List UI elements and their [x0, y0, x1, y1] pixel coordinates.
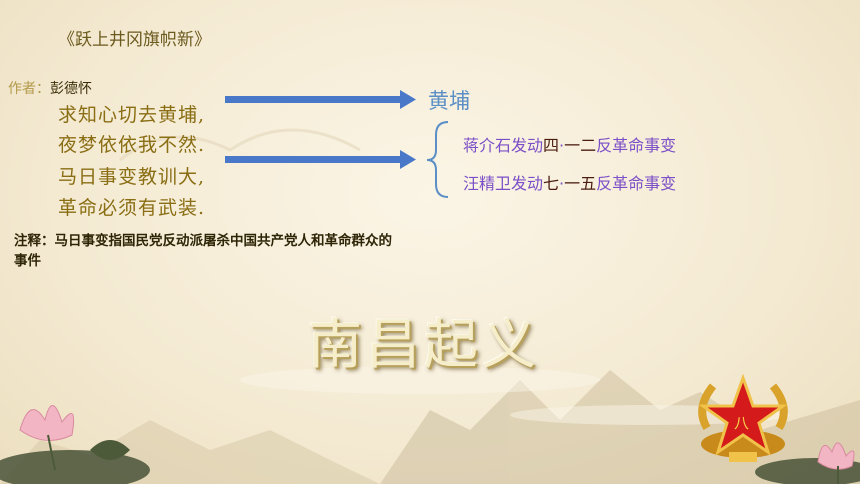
event-date-dot: · [559, 136, 565, 155]
army-emblem-icon: 八 [698, 373, 788, 462]
poem-title: 《跃上井冈旗帜新》 [58, 30, 211, 50]
headline: 南昌起义 [308, 313, 540, 376]
svg-text:八: 八 [734, 414, 749, 432]
poem-author: 作者：彭德怀 [8, 78, 92, 98]
annotation-huangpu: 黄埔 [428, 89, 470, 113]
annotation-event-2: 汪精卫发动七·一五反革命事变 [463, 170, 676, 194]
poem-line: 夜梦依依我不然. [58, 134, 206, 156]
author-label: 作者： [8, 81, 50, 97]
event-text: 反革命事变 [596, 174, 677, 193]
event-date: 一五 [564, 174, 597, 193]
event-text: 反革命事变 [596, 136, 677, 155]
annotation-event-1: 蒋介石发动四·一二反革命事变 [463, 132, 676, 156]
arrow-right-icon [225, 90, 416, 109]
poem-line: 革命必须有武装. [58, 197, 206, 219]
poem-line: 马日事变教训大, [58, 166, 206, 188]
lotus-flower-icon [0, 405, 150, 484]
event-date-dot: · [559, 174, 565, 193]
lotus-flower-icon [755, 442, 860, 484]
poem-line: 求知心切去黄埔, [58, 104, 206, 126]
poem-note: 注释：马日事变指国民党反动派屠杀中国共产党人和革命群众的事件 [14, 233, 392, 269]
event-text: 蒋介石发动 [463, 136, 544, 155]
event-text: 汪精卫发动 [463, 174, 544, 193]
author-name: 彭德怀 [50, 81, 92, 97]
arrow-right-icon [225, 150, 416, 169]
event-date: 一二 [564, 136, 597, 155]
event-date: 四 [543, 136, 560, 155]
brace-icon [426, 121, 449, 198]
event-date: 七 [543, 174, 560, 193]
